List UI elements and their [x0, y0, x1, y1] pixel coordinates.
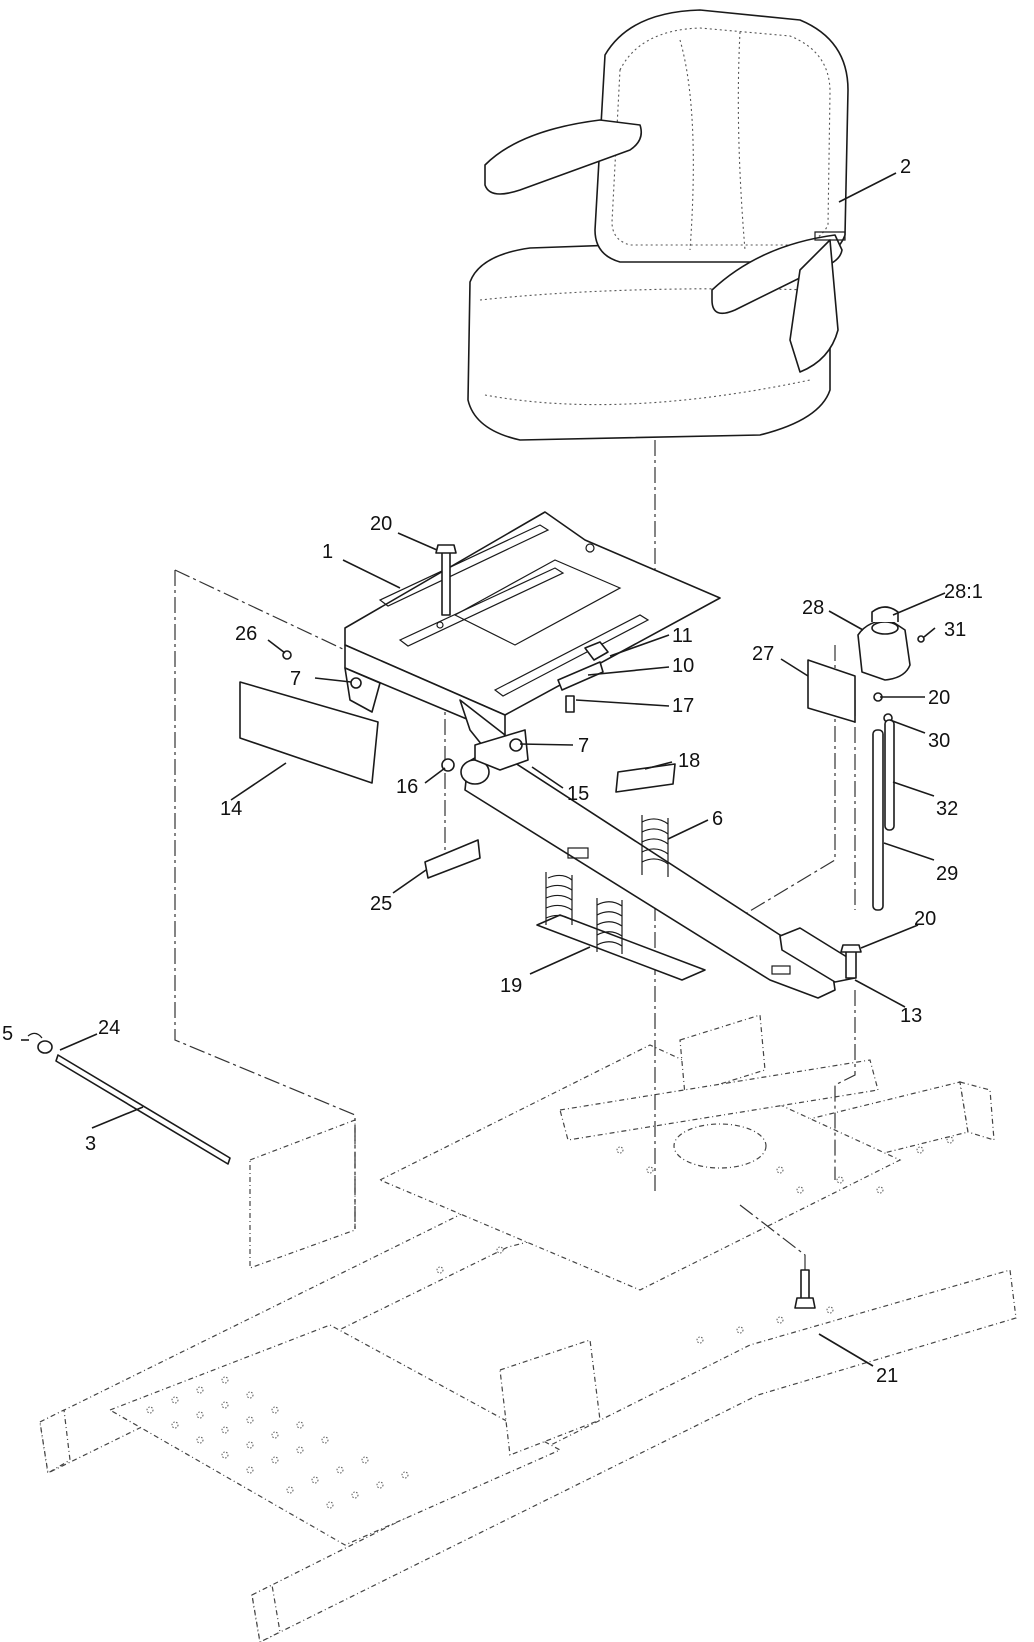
- callout-labels: 2 1 20 26 7 7 11 10 17 18 6 14 16 15 25 …: [2, 156, 983, 1387]
- small-parts: [27, 544, 862, 1309]
- seat: [467, 9, 849, 441]
- callout-32: 32: [936, 798, 958, 820]
- hose-29: [872, 729, 884, 911]
- hose-32: [884, 719, 895, 831]
- callout-7-right: 7: [578, 735, 589, 757]
- seat-pan: [344, 511, 721, 756]
- reservoir-28: [857, 619, 911, 681]
- callout-20-reservoir: 20: [928, 687, 950, 709]
- callout-28: 28: [802, 597, 824, 619]
- callout-15: 15: [567, 783, 589, 805]
- callout-21: 21: [876, 1365, 898, 1387]
- callout-27: 27: [752, 643, 774, 665]
- callout-6: 6: [712, 808, 723, 830]
- callout-20-top: 20: [370, 513, 392, 535]
- spring-left: [545, 872, 573, 925]
- reservoir-assembly: [807, 606, 925, 911]
- callout-20-lower: 20: [914, 908, 936, 930]
- callout-17: 17: [672, 695, 694, 717]
- callout-leaders: [21, 172, 946, 1367]
- callout-10: 10: [672, 655, 694, 677]
- frame-holes: [146, 1136, 954, 1509]
- callout-13: 13: [900, 1005, 922, 1027]
- callout-31: 31: [944, 619, 966, 641]
- callout-3: 3: [85, 1133, 96, 1155]
- chassis-frame: [39, 1014, 1017, 1642]
- callout-14: 14: [220, 798, 242, 820]
- callout-25: 25: [370, 893, 392, 915]
- callout-28-1: 28:1: [944, 581, 983, 603]
- callout-7-left: 7: [290, 668, 301, 690]
- callout-30: 30: [928, 730, 950, 752]
- spring-center: [596, 898, 623, 954]
- callout-24: 24: [98, 1017, 120, 1039]
- callout-11: 11: [672, 625, 693, 647]
- callout-2: 2: [900, 156, 911, 178]
- decal-14: [239, 681, 379, 784]
- callout-5: 5: [2, 1023, 13, 1045]
- callout-18: 18: [678, 750, 700, 772]
- bracket-27: [807, 659, 856, 723]
- callout-1: 1: [322, 541, 333, 563]
- callout-26: 26: [235, 623, 257, 645]
- callout-29: 29: [936, 863, 958, 885]
- spring-upper: [641, 815, 669, 877]
- rod-3: [55, 1054, 231, 1165]
- callout-19: 19: [500, 975, 522, 997]
- suspension-assembly: [424, 729, 856, 999]
- callout-16: 16: [396, 776, 418, 798]
